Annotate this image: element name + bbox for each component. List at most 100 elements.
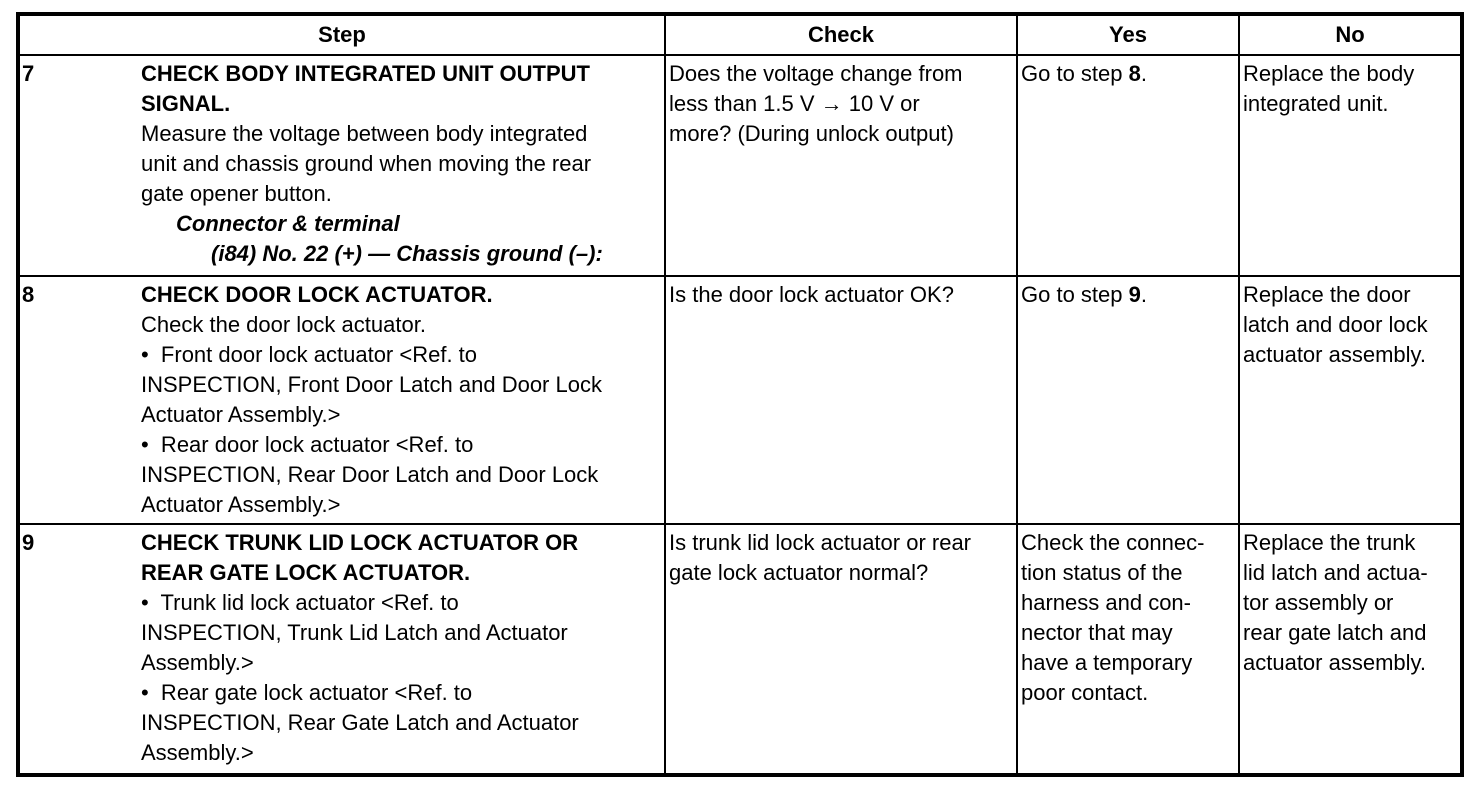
text-run: Actuator Assembly.> [141, 402, 341, 427]
text-line: have a temporary [1021, 648, 1235, 678]
header-no: No [1238, 13, 1463, 56]
text-run: Replace the body [1243, 61, 1415, 86]
text-run: gate opener button. [141, 181, 332, 206]
text-run: REAR GATE LOCK ACTUATOR. [141, 560, 471, 585]
text-line: Actuator Assembly.> [141, 490, 660, 520]
text-line: Measure the voltage between body integra… [141, 119, 660, 149]
text-run: INSPECTION, Rear Door Latch and Door Loc… [141, 462, 599, 487]
text-line: Replace the door [1243, 280, 1457, 310]
text-run: tor assembly or [1243, 590, 1394, 615]
step-content: CHECK DOOR LOCK ACTUATOR. Check the door … [141, 280, 660, 520]
text-line: Does the voltage change from [669, 59, 1013, 89]
yes-cell: Go to step 9. [1016, 275, 1240, 525]
text-run: Assembly.> [141, 740, 254, 765]
text-line: Connector & terminal [141, 209, 660, 239]
text-line: latch and door lock [1243, 310, 1457, 340]
text-run: 9 [1128, 282, 1141, 307]
text-line: poor contact. [1021, 678, 1235, 708]
text-run: rear gate latch and [1243, 620, 1427, 645]
text-line: Is trunk lid lock actuator or rear [669, 528, 1013, 558]
text-run: more? (During unlock output) [669, 121, 954, 146]
text-line: Actuator Assembly.> [141, 400, 660, 430]
text-run: Does the voltage change from [669, 61, 963, 86]
text-line: gate lock actuator normal? [669, 558, 1013, 588]
text-run: Is the door lock actuator OK? [669, 282, 954, 307]
text-run: actuator assembly. [1243, 342, 1427, 367]
text-run: • Trunk lid lock actuator <Ref. to [141, 590, 459, 615]
text-line: Replace the body [1243, 59, 1457, 89]
text-line: less than 1.5 V → 10 V or [669, 89, 1013, 119]
text-run: harness and con- [1021, 590, 1191, 615]
text-line: INSPECTION, Rear Gate Latch and Actuator [141, 708, 660, 738]
text-line: INSPECTION, Front Door Latch and Door Lo… [141, 370, 660, 400]
text-run: CHECK DOOR LOCK ACTUATOR. [141, 282, 493, 307]
table-row: 8 CHECK DOOR LOCK ACTUATOR.Check the doo… [17, 275, 1463, 525]
text-line: Assembly.> [141, 648, 660, 678]
step-grid: 8 CHECK DOOR LOCK ACTUATOR.Check the doo… [22, 280, 660, 520]
text-line: • Rear door lock actuator <Ref. to [141, 430, 660, 460]
text-line: CHECK BODY INTEGRATED UNIT OUTPUT [141, 59, 660, 89]
text-line: • Rear gate lock actuator <Ref. to [141, 678, 660, 708]
text-run: . [1140, 61, 1147, 86]
step-cell: 9 CHECK TRUNK LID LOCK ACTUATOR OR REAR G… [17, 523, 666, 776]
text-line: Check the connec- [1021, 528, 1235, 558]
text-run: unit and chassis ground when moving the … [141, 151, 592, 176]
text-line: unit and chassis ground when moving the … [141, 149, 660, 179]
header-row: Step Check Yes No [17, 13, 1463, 56]
text-run: nector that may [1021, 620, 1173, 645]
text-line: tion status of the [1021, 558, 1235, 588]
text-run: • Rear gate lock actuator <Ref. to [141, 680, 473, 705]
text-run: lid latch and actua- [1243, 560, 1428, 585]
text-run: have a temporary [1021, 650, 1193, 675]
step-grid: 9 CHECK TRUNK LID LOCK ACTUATOR OR REAR G… [22, 528, 660, 768]
step-cell: 8 CHECK DOOR LOCK ACTUATOR.Check the doo… [17, 275, 666, 525]
step-number: 7 [22, 61, 35, 86]
yes-cell: Go to step 8. [1016, 54, 1240, 277]
text-run: SIGNAL. [141, 91, 231, 116]
header-check: Check [664, 13, 1018, 56]
text-run: • Front door lock actuator <Ref. to [141, 342, 478, 367]
text-run: gate lock actuator normal? [669, 560, 929, 585]
text-line: CHECK TRUNK LID LOCK ACTUATOR OR [141, 528, 660, 558]
text-line: • Front door lock actuator <Ref. to [141, 340, 660, 370]
text-line: actuator assembly. [1243, 648, 1457, 678]
text-line: Check the door lock actuator. [141, 310, 660, 340]
text-run: Measure the voltage between body integra… [141, 121, 588, 146]
text-run: Go to step [1021, 282, 1129, 307]
no-cell: Replace the door latch and door lock actua… [1238, 275, 1463, 525]
text-run: Connector & terminal [176, 211, 400, 236]
step-number: 9 [22, 530, 35, 555]
text-line: actuator assembly. [1243, 340, 1457, 370]
text-run: Replace the door [1243, 282, 1411, 307]
text-run: Assembly.> [141, 650, 254, 675]
text-run: CHECK TRUNK LID LOCK ACTUATOR OR [141, 530, 579, 555]
text-line: tor assembly or [1243, 588, 1457, 618]
check-cell: Does the voltage change from less than 1.… [664, 54, 1018, 277]
table-row: 9 CHECK TRUNK LID LOCK ACTUATOR OR REAR G… [17, 523, 1463, 776]
text-run: less than 1.5 V → 10 V or [669, 91, 920, 116]
text-run: latch and door lock [1243, 312, 1428, 337]
text-run: poor contact. [1021, 680, 1149, 705]
text-run: INSPECTION, Trunk Lid Latch and Actuator [141, 620, 568, 645]
header-yes: Yes [1016, 13, 1240, 56]
text-line: Is the door lock actuator OK? [669, 280, 1013, 310]
text-line: Replace the trunk [1243, 528, 1457, 558]
text-run: Go to step [1021, 61, 1129, 86]
text-line: more? (During unlock output) [669, 119, 1013, 149]
diagnostic-table: Step Check Yes No 7 CHECK BODY INTEGRATE… [16, 12, 1464, 777]
text-run: . [1140, 282, 1147, 307]
text-line: INSPECTION, Trunk Lid Latch and Actuator [141, 618, 660, 648]
text-run: 8 [1128, 61, 1141, 86]
text-line: gate opener button. [141, 179, 660, 209]
text-line: harness and con- [1021, 588, 1235, 618]
step-content: CHECK TRUNK LID LOCK ACTUATOR OR REAR GAT… [141, 528, 660, 768]
header-step: Step [17, 13, 666, 56]
text-run: Is trunk lid lock actuator or rear [669, 530, 972, 555]
text-run: (i84) No. 22 (+) — Chassis ground (–): [211, 241, 603, 266]
text-line: • Trunk lid lock actuator <Ref. to [141, 588, 660, 618]
